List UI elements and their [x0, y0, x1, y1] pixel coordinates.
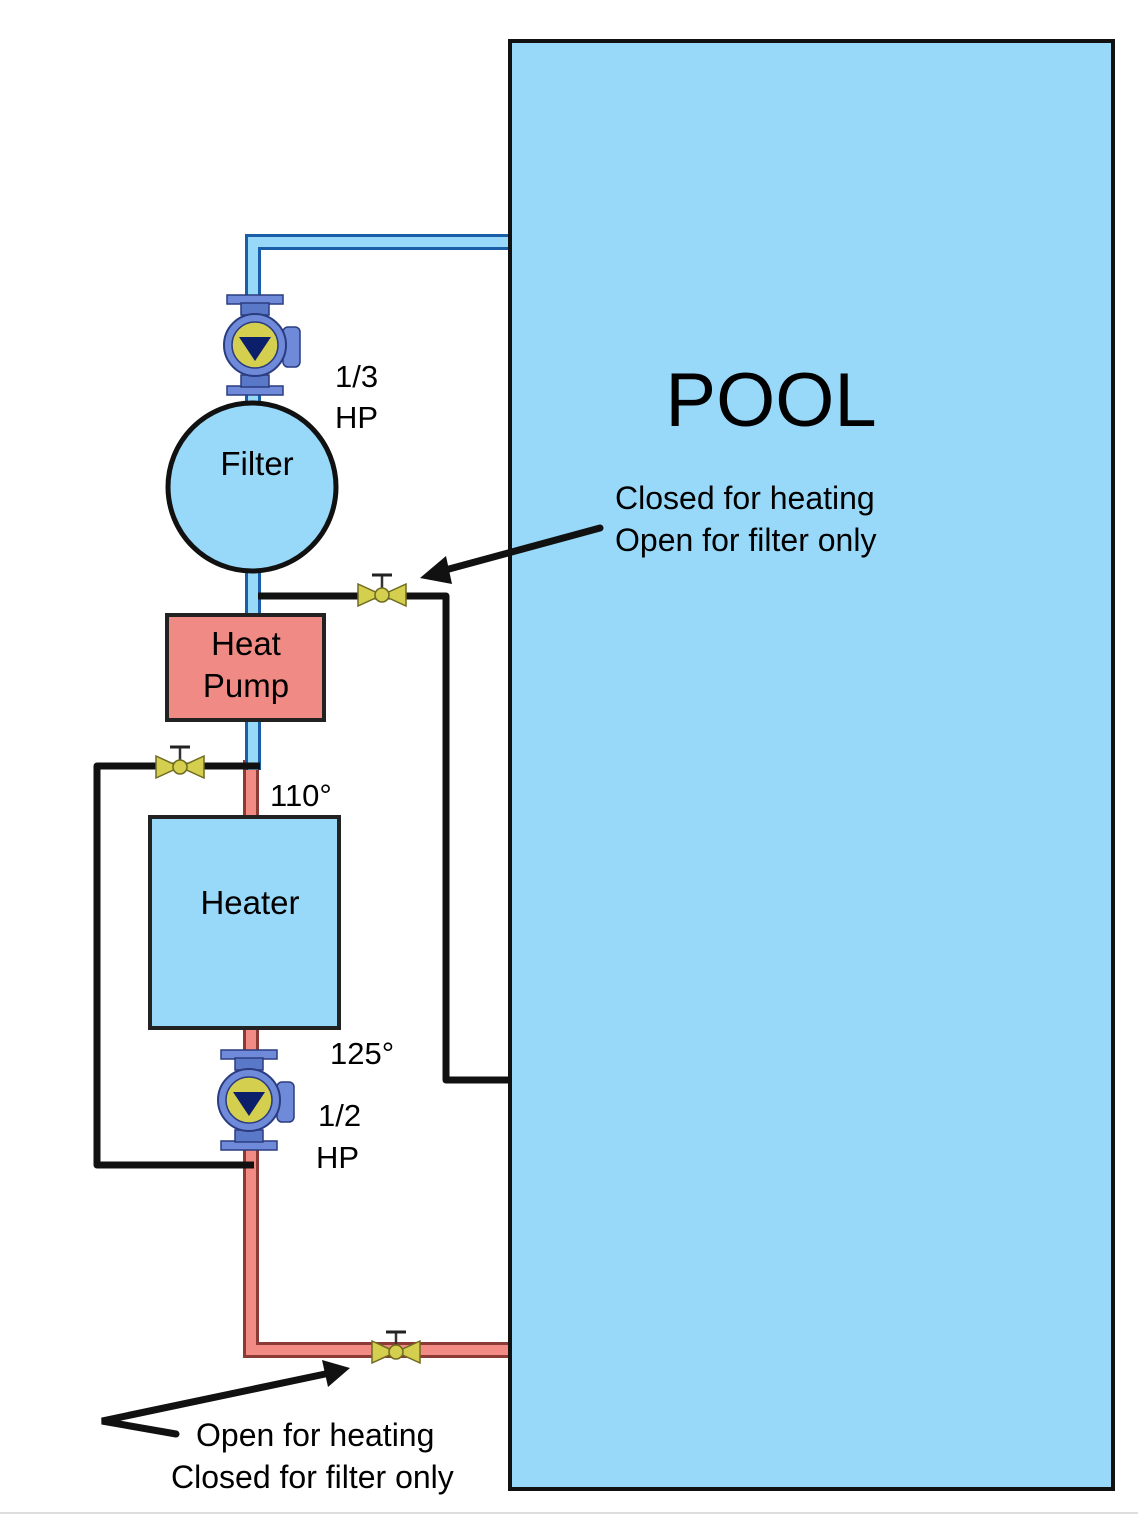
filter-bypass-line [258, 592, 520, 1084]
valve-icon-pool-return[interactable] [370, 1330, 422, 1365]
heater-label: Heater [200, 884, 299, 921]
pump-bottom-rating-line2: HP [316, 1140, 359, 1175]
filter-label: Filter [220, 445, 293, 482]
heater [148, 815, 341, 1030]
annotation-bottom-line2: Closed for filter only [171, 1459, 454, 1495]
supply-pipe [245, 234, 511, 760]
temp-inlet-label: 110° [270, 778, 332, 813]
heat-pump-label-line2: Pump [203, 667, 289, 704]
arrow-top-annotation [420, 524, 604, 584]
pump-icon-bottom [217, 1049, 295, 1151]
annotation-top-line2: Open for filter only [615, 522, 876, 558]
heat-pump [165, 613, 326, 722]
arrow-bottom-annotation [101, 1360, 350, 1438]
valve-icon-filter-bypass[interactable] [356, 573, 408, 608]
pump-top-rating-line1: 1/3 [335, 359, 378, 394]
pool-label: POOL [665, 358, 876, 443]
pump-bottom-rating-line1: 1/2 [318, 1098, 361, 1133]
pump-icon-top [223, 294, 301, 396]
annotation-top-line1: Closed for heating [615, 480, 875, 516]
valve-icon-heater-bypass[interactable] [154, 745, 206, 780]
temp-outlet-label: 125° [330, 1036, 394, 1071]
annotation-bottom-line1: Open for heating [196, 1417, 434, 1453]
filter [165, 400, 339, 574]
pump-top-rating-line2: HP [335, 400, 378, 435]
heat-pump-label-line1: Heat [211, 625, 281, 662]
pool [508, 39, 1115, 1491]
